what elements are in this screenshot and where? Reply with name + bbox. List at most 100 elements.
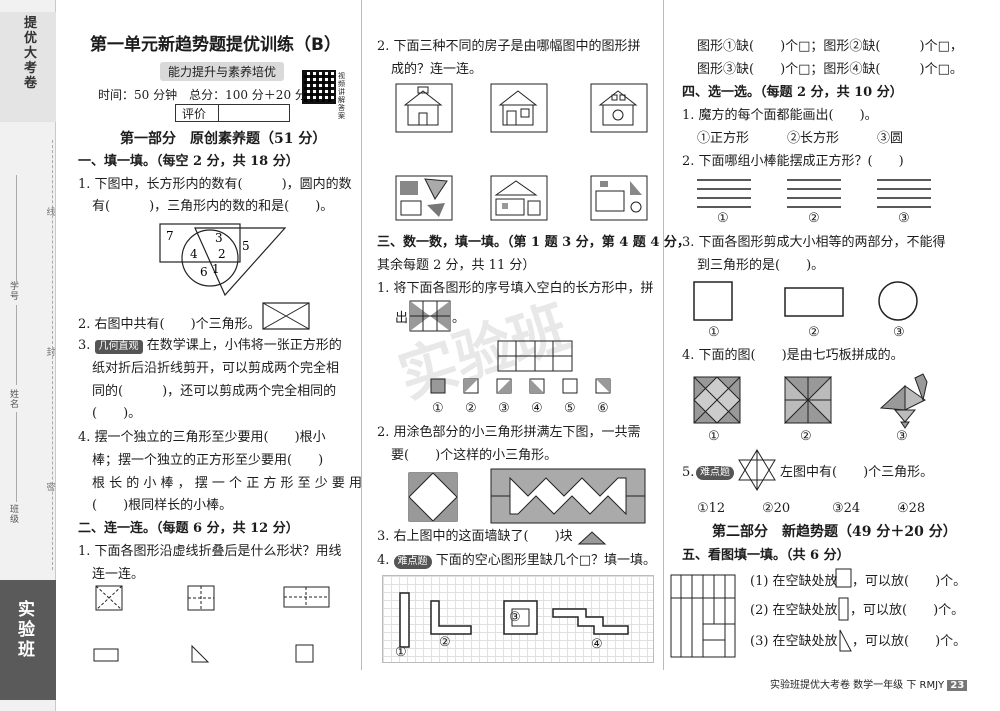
evaluation-label: 评价 xyxy=(182,107,207,121)
house-figure xyxy=(590,83,648,133)
section-count-heading-2: 其余每题 2 分，共 11 分） xyxy=(377,258,536,273)
brand-bottom-text: 实验班 xyxy=(18,600,35,660)
result-rectangle xyxy=(93,648,119,662)
part2-heading: 第二部分 新趋势题（49 分＋20 分） xyxy=(712,524,957,540)
square-block-icon xyxy=(835,568,852,588)
grid-label: ① xyxy=(395,645,407,660)
qr-code[interactable] xyxy=(302,70,336,104)
target-pattern xyxy=(409,300,451,332)
s3-option: ① xyxy=(708,325,720,340)
fig-number: 7 xyxy=(166,229,174,243)
result-square xyxy=(295,644,314,663)
grid-label: ④ xyxy=(591,637,603,652)
f1-text: (1) 在空缺处放 xyxy=(750,574,838,589)
option-label: ③ xyxy=(498,401,510,416)
n3-text: 3. 右上图中的这面墙缺了( )块 xyxy=(377,529,573,544)
page-number: 23 xyxy=(947,680,968,691)
sticks-group xyxy=(697,179,751,208)
fig-number: 1 xyxy=(212,262,220,276)
s1-option: ②长方形 xyxy=(787,131,840,146)
house-figure xyxy=(395,83,453,133)
section-choose-heading: 四、选一选。（每题 2 分，共 10 分） xyxy=(682,85,903,100)
section-look-heading: 五、看图填一填。（共 6 分） xyxy=(682,548,850,563)
n4-tag: 难点题 xyxy=(393,555,432,569)
brand-top-bar xyxy=(0,12,56,122)
column-divider xyxy=(361,0,362,670)
s4-text: 4. 下面的图( )是由七巧板拼成的。 xyxy=(682,348,904,363)
footer-text: 实验班提优大考卷 数学一年级 下 RMJY xyxy=(770,680,945,691)
n1-out: 出 xyxy=(395,311,409,326)
s1-option: ③圆 xyxy=(877,131,904,146)
wall-figure xyxy=(490,468,646,524)
fig-number: 2 xyxy=(218,247,226,261)
option-label: ① xyxy=(432,401,444,416)
q3-line4: ( )。 xyxy=(92,406,142,421)
shape-set-figure xyxy=(490,175,548,221)
triangle-piece xyxy=(577,531,607,545)
n2-line1: 2. 用涂色部分的小三角形拼满左下图，一共需 xyxy=(377,425,641,440)
sticks-group xyxy=(877,179,931,208)
q4-line1: 4. 摆一个独立的三角形至少要用( )根小 xyxy=(78,430,326,445)
fill-line xyxy=(16,305,17,385)
n2-line2: 要( )个这样的小三角形。 xyxy=(391,448,558,463)
s2-text: 2. 下面哪组小棒能摆成正方形？( ) xyxy=(682,154,904,169)
tangram-swan xyxy=(879,373,928,429)
sticks-group xyxy=(787,179,841,208)
empty-grid xyxy=(497,340,573,372)
fold-figure xyxy=(187,585,215,611)
house-figure xyxy=(490,83,548,133)
fill-line xyxy=(16,412,17,502)
seal-word: 线 xyxy=(46,208,56,218)
f3-end: ，可以放( )个。 xyxy=(852,634,967,649)
shapes-venn-figure: 7 3 4 2 5 1 6 xyxy=(159,223,287,297)
q4-line2: 棒；摆一个独立的正方形至少要用( ) xyxy=(92,453,324,468)
r-line1: 图形①缺( )个□；图形②缺( )个□， xyxy=(697,39,963,54)
star-triangle-figure xyxy=(738,449,776,491)
grid-label: ② xyxy=(439,635,451,650)
s5-option: ④28 xyxy=(897,501,926,516)
circle-shape xyxy=(878,281,918,321)
q3-tag: 几何直观 xyxy=(94,340,143,354)
r-line2: 图形③缺( )个□；图形④缺( )个□。 xyxy=(697,62,963,77)
fig-number: 3 xyxy=(215,231,223,245)
tile-options xyxy=(430,378,630,396)
f3-text: (3) 在空缺处放 xyxy=(750,634,838,649)
fig-number: 5 xyxy=(242,239,250,253)
s1-option: ①正方形 xyxy=(697,131,750,146)
q1-line2: 有( )，三角形内的数的和是( )。 xyxy=(92,199,334,214)
evaluation-box: 评价 xyxy=(175,104,290,122)
triangle-block-icon xyxy=(839,629,852,652)
s3-line2: 到三角形的是( )。 xyxy=(697,258,825,273)
q4-line4: ( )根同样长的小棒。 xyxy=(92,498,233,513)
cut-line xyxy=(52,140,53,570)
s2-option: ① xyxy=(717,211,729,226)
c2-line1: 2. 下面三种不同的房子是由哪幅图中的图形拼 xyxy=(377,39,641,54)
s5-number: 5. xyxy=(682,465,695,480)
section-fill-heading: 一、填一填。（每空 2 分，共 18 分） xyxy=(78,154,299,169)
tangram-square xyxy=(693,376,741,424)
tangram-square xyxy=(784,375,832,425)
c1-line1: 1. 下面各图形沿虚线折叠后是什么形状？用线 xyxy=(78,544,342,559)
brand-top-text: 提优大考卷 xyxy=(24,16,38,91)
n4-line: 4. 难点题 下面的空心图形里缺几个□？填一填。 xyxy=(377,553,656,569)
option-label: ② xyxy=(465,401,477,416)
option-label: ④ xyxy=(531,401,543,416)
brand-bottom-bar xyxy=(0,580,56,700)
result-triangle xyxy=(191,644,210,663)
n1-end: 。 xyxy=(452,311,466,326)
fig-number: 4 xyxy=(190,247,198,261)
f2-text: (2) 在空缺处放 xyxy=(750,603,838,618)
q3-line3: 同的( )，还可以剪成两个完全相同的 xyxy=(92,384,337,399)
student-name-label: 姓名 xyxy=(10,390,20,410)
s4-option: ② xyxy=(800,429,812,444)
seal-word: 封 xyxy=(46,348,56,358)
s5-text: 左图中有( )个三角形。 xyxy=(780,465,934,480)
n1-text: 1. 将下面各图形的序号填入空白的长方形中，拼 xyxy=(377,281,654,296)
c1-line2: 连一连。 xyxy=(92,567,145,582)
fold-figure xyxy=(283,586,330,608)
missing-squares-grid: ① ② ③ ④ xyxy=(382,575,654,663)
column-divider xyxy=(663,0,664,670)
page-title: 第一单元新趋势题提优训练（B） xyxy=(90,35,341,55)
student-number-label: 学号 xyxy=(10,282,20,302)
q3-line2: 纸对折后沿折线剪开，可以剪成两个完全相 xyxy=(92,361,340,376)
